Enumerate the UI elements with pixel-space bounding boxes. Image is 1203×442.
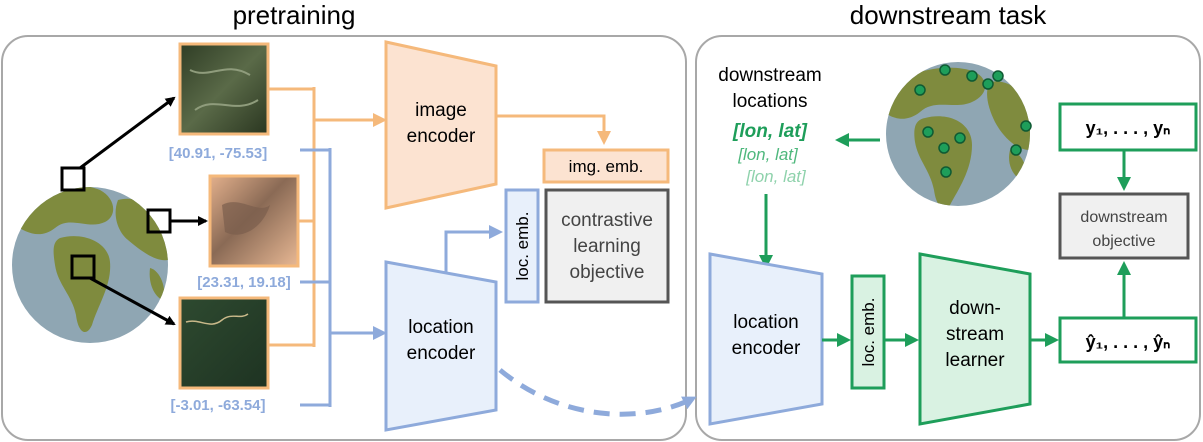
lonlat-label-2: [lon, lat] <box>737 145 799 164</box>
contrastive-label-2: learning <box>573 236 641 257</box>
location-encoder-pretrain-label-1: location <box>408 317 474 338</box>
loc-emb-box-downstream <box>850 274 886 390</box>
loc-emb-arrow <box>444 225 503 272</box>
loc-emb-downstream-label: loc. emb. <box>859 298 878 367</box>
transfer-dashed-arrow <box>498 368 697 417</box>
contrastive-label-3: objective <box>570 262 645 283</box>
satellite-image-2 <box>208 174 300 268</box>
lonlat-label-3: [lon, lat] <box>745 167 807 186</box>
location-encoder-pretrain <box>384 260 498 432</box>
coord-label-3: [-3.01, -63.54] <box>170 397 265 414</box>
loc-emb-box-pretrain <box>504 188 540 304</box>
ground-truth-label: y₁, . . . , yₙ <box>1086 118 1171 138</box>
downstream-objective-label-1: downstream <box>1080 209 1167 226</box>
location-encoder-downstream <box>708 252 824 426</box>
satellite-image-3 <box>178 296 270 390</box>
downstream-objective-box <box>1058 192 1190 260</box>
coord-label-1: [40.91, -75.53] <box>169 145 267 162</box>
location-flow-lines <box>300 148 387 407</box>
image-encoder <box>384 40 498 210</box>
downstream-panel <box>695 35 1201 441</box>
contrastive-objective-box <box>544 188 670 304</box>
loc-emb-pretrain-label: loc. emb. <box>513 212 532 281</box>
earth-globe-icon <box>12 166 172 343</box>
sample-arrow-3 <box>89 276 176 326</box>
sample-arrow-1 <box>79 96 176 170</box>
learner-label-1: down- <box>949 298 1001 319</box>
predictions-box <box>1058 316 1198 364</box>
downstream-locations-label-2: locations <box>733 91 808 112</box>
learner-label-3: learner <box>945 350 1005 371</box>
coord-label-2: [23.31, 19.18] <box>197 274 290 291</box>
downstream-locations-label-1: downstream <box>718 65 822 86</box>
downstream-title: downstream task <box>850 0 1048 30</box>
image-encoder-label-1: image <box>415 100 467 121</box>
pretraining-title: pretraining <box>233 0 356 30</box>
contrastive-label-1: contrastive <box>561 210 653 231</box>
earth-globe-points-icon <box>886 62 1032 206</box>
learner-label-2: stream <box>946 324 1004 345</box>
img-emb-box <box>542 148 670 184</box>
location-encoder-pretrain-label-2: encoder <box>407 343 476 364</box>
pretraining-panel <box>1 35 687 441</box>
downstream-objective-label-2: objective <box>1092 233 1155 250</box>
downstream-learner <box>918 252 1032 426</box>
ground-truth-box <box>1058 102 1198 152</box>
image-flow-lines <box>268 87 387 347</box>
location-encoder-downstream-label-2: encoder <box>732 338 801 359</box>
satellite-image-1 <box>178 42 270 136</box>
location-encoder-downstream-label-1: location <box>733 312 799 333</box>
img-emb-label: img. emb. <box>569 157 644 176</box>
predictions-label: ŷ₁, . . . , ŷₙ <box>1086 332 1171 352</box>
image-encoder-label-2: encoder <box>407 126 476 147</box>
lonlat-label-1: [lon, lat] <box>732 121 808 142</box>
img-emb-arrow <box>496 114 611 145</box>
